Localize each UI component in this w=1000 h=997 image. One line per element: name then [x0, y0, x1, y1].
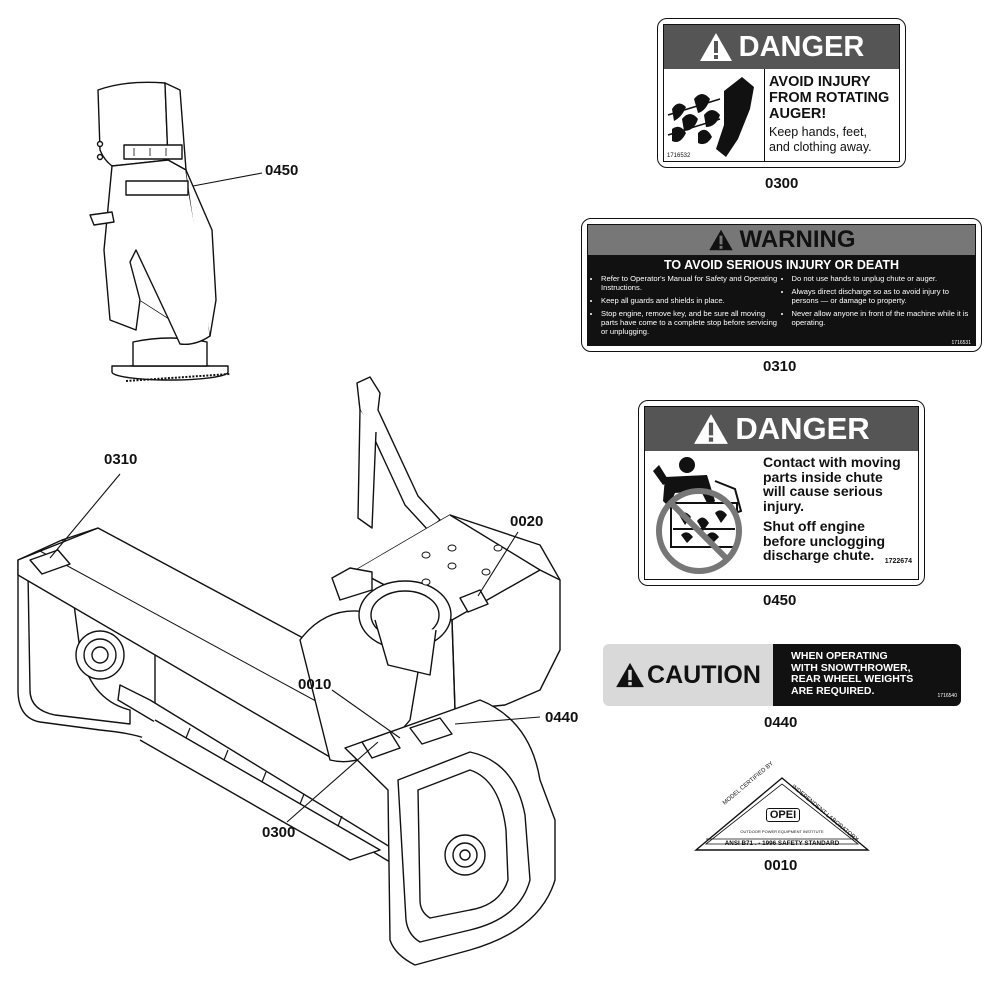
callout-0440-decal: 0440: [764, 714, 798, 731]
caution-message-area: WHEN OPERATING WITH SNOWTHROWER, REAR WH…: [773, 644, 961, 706]
warning-item: Keep all guards and shields in place.: [601, 296, 779, 305]
chute-warning-line: parts inside chute: [763, 468, 883, 485]
warning-item: Refer to Operator's Manual for Safety an…: [601, 274, 779, 292]
caution-line: WHEN OPERATING: [791, 650, 888, 662]
callout-0310-housing: 0310: [104, 451, 138, 468]
leader-lines: [49, 172, 541, 823]
warning-triangle-icon: [708, 229, 733, 251]
callout-0440-housing: 0440: [545, 709, 579, 726]
warning-item: Do not use hands to unplug chute or auge…: [792, 274, 970, 283]
cert-standard: ANSI B71 . - 1996 SAFETY STANDARD: [724, 840, 840, 847]
auger-pictogram: 1716532: [664, 69, 765, 161]
decal-0450-danger-chute: DANGER Contact with moving parts ins: [638, 400, 925, 586]
callout-0020-housing: 0020: [510, 513, 544, 530]
decal-0300-danger-auger: DANGER 1716532 AVOID INJURY: [657, 18, 906, 168]
caution-line: REAR WHEEL WEIGHTS: [791, 673, 914, 685]
chute-warning-line: Contact with moving: [763, 454, 901, 470]
caution-label-area: CAUTION: [603, 644, 773, 706]
danger-header: DANGER: [645, 407, 918, 451]
decal-0440-caution: CAUTION WHEN OPERATING WITH SNOWTHROWER,…: [603, 644, 961, 706]
warning-subheader: TO AVOID SERIOUS INJURY OR DEATH: [664, 258, 899, 272]
title-line: AVOID INJURY: [769, 74, 871, 90]
danger-header-text: DANGER: [735, 411, 870, 446]
no-hands-in-chute-icon: [653, 457, 743, 574]
callout-0300-housing: 0300: [262, 824, 296, 841]
danger-header: DANGER: [664, 25, 899, 69]
caution-line: ARE REQUIRED.: [791, 684, 875, 697]
part-number: 1722674: [884, 557, 912, 565]
warning-item: Stop engine, remove key, and be sure all…: [601, 309, 779, 336]
warning-header: WARNING: [588, 225, 975, 255]
discharge-chute: [89, 81, 231, 382]
callout-0450-chute: 0450: [265, 162, 299, 179]
warning-header-text: WARNING: [739, 226, 856, 253]
auger-warning-body: Keep hands, feet, and clothing away.: [769, 125, 899, 155]
callout-0310-decal: 0310: [763, 358, 797, 375]
warning-triangle-icon: [694, 414, 729, 444]
cert-institute: OUTDOOR POWER EQUIPMENT INSTITUTE: [740, 829, 824, 834]
chute-warning-line: injury.: [763, 497, 804, 514]
chute-warning-line: discharge chute.: [763, 547, 875, 563]
callout-0010-decal: 0010: [764, 857, 798, 874]
chute-warning-line: before unclogging: [763, 532, 886, 549]
chute-warning-line: will cause serious: [763, 483, 883, 499]
decal-0310-warning: WARNING TO AVOID SERIOUS INJURY OR DEATH…: [581, 218, 982, 352]
auger-warning-title: AVOID INJURY FROM ROTATING AUGER!: [769, 74, 899, 122]
title-line: FROM ROTATING: [769, 90, 890, 106]
warning-left-list: Refer to Operator's Manual for Safety an…: [594, 274, 779, 340]
callout-0450-decal: 0450: [763, 592, 797, 609]
part-number: 1716531: [951, 340, 971, 346]
warning-item: Always direct discharge so as to avoid i…: [792, 287, 970, 305]
caution-line: WITH SNOWTHROWER,: [791, 661, 911, 674]
body-line: Keep hands, feet,: [769, 125, 867, 139]
caution-label-text: CAUTION: [647, 660, 761, 689]
part-number: 1716532: [667, 153, 691, 159]
title-line: AUGER!: [769, 106, 827, 122]
chute-warning-line: Shut off engine: [763, 518, 865, 534]
callout-0010-housing: 0010: [298, 676, 332, 693]
decal-0010-opei-certification: MODEL CERTIFIED BY INDEPENDENT LABORATOR…: [694, 761, 870, 852]
callout-0300-decal: 0300: [765, 175, 799, 192]
body-line: and clothing away.: [769, 140, 872, 154]
certification-triangle: [694, 777, 870, 851]
opei-logo: OPEI: [766, 808, 800, 822]
chute-pictogram: [645, 451, 757, 579]
part-number: 1716540: [937, 692, 957, 699]
auger-housing: [17, 376, 561, 966]
warning-triangle-icon: [699, 33, 732, 61]
rotating-auger-icon: [667, 77, 754, 157]
warning-item: Never allow anyone in front of the machi…: [792, 309, 970, 327]
warning-triangle-icon: [616, 662, 644, 688]
danger-header-text: DANGER: [738, 30, 865, 63]
warning-right-list: Do not use hands to unplug chute or auge…: [785, 274, 970, 340]
